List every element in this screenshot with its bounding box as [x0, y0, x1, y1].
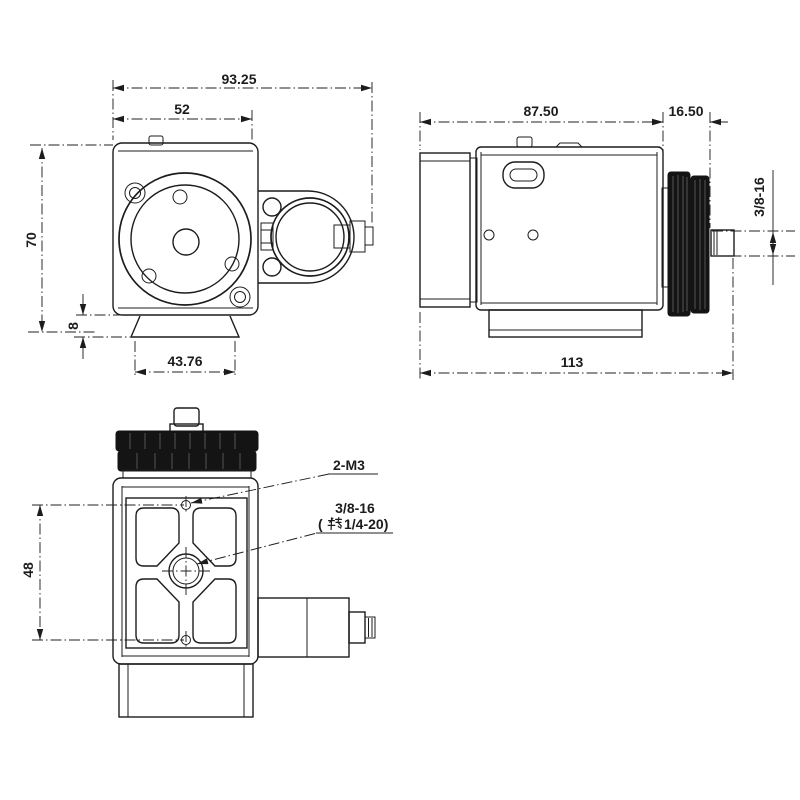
- side-hole-right: [527, 229, 539, 241]
- bottom-knurled-rings: [115, 430, 259, 472]
- clamp-bracket: [258, 190, 374, 284]
- bottom-foot: [118, 663, 254, 718]
- side-top-lug: [555, 142, 583, 148]
- side-body: [475, 146, 664, 311]
- side-top-stud: [516, 136, 533, 148]
- dim-label-8: 8: [65, 322, 81, 330]
- bottom-stud: [173, 407, 200, 427]
- label-3-8-16-bottom: 3/8-16: [335, 500, 375, 516]
- dim-label-48: 48: [20, 562, 36, 578]
- lens-flange-outer-circle: [118, 172, 252, 306]
- dim-front-foot-width: 43.76: [134, 341, 236, 378]
- base-plate-cutouts: [135, 507, 237, 644]
- clamp-slot: [260, 222, 274, 251]
- dim-front-body-width: 52: [113, 101, 253, 141]
- knurled-mount-rings: [667, 171, 710, 317]
- clamp-ring-outer: [270, 197, 350, 277]
- dim-side-mount-length: 16.50: [646, 103, 728, 228]
- dim-label-43-76: 43.76: [167, 353, 202, 369]
- label-2-m3: 2-M3: [333, 457, 365, 473]
- clamp-ring-inner: [275, 202, 345, 272]
- dim-front-overall-width: 93.25: [112, 71, 373, 223]
- flange-bolt-holes: [141, 189, 240, 284]
- front-foot: [129, 315, 241, 338]
- dim-side-stud-thread: 3/8-16: [712, 170, 795, 285]
- callout-tripod-thread: 3/8-16 ( 1/4-20): [196, 500, 393, 565]
- dim-label-113: 113: [561, 354, 584, 370]
- side-hole-left: [483, 229, 495, 241]
- dim-label-70: 70: [23, 232, 39, 248]
- dim-label-93-25: 93.25: [221, 71, 256, 87]
- dim-label-87-50: 87.50: [523, 103, 558, 119]
- bottom-view: [112, 407, 376, 718]
- front-body: [112, 142, 259, 316]
- dim-label-52: 52: [174, 101, 190, 117]
- center-hole: [172, 228, 200, 256]
- usb-c-port: [502, 161, 545, 189]
- lens-flange-inner-circle: [130, 184, 240, 294]
- dim-front-body-height: 70: [23, 144, 113, 333]
- front-top-stud: [148, 135, 164, 146]
- dim-bottom-hole-spacing: 48: [20, 504, 184, 641]
- bottom-connector: [348, 611, 366, 644]
- base-plate: [125, 497, 248, 649]
- dim-side-overall-length: 113: [419, 258, 734, 380]
- usb-c-port-inner: [509, 168, 538, 182]
- callout-m3-holes: 2-M3: [190, 457, 378, 504]
- bottom-connector-tip: [364, 616, 376, 639]
- label-adapter-thread: 1/4-20): [344, 516, 388, 532]
- lens-barrel: [419, 152, 471, 308]
- front-view: [112, 135, 374, 338]
- dim-label-16-50: 16.50: [668, 103, 703, 119]
- side-view: [419, 136, 735, 338]
- side-foot: [488, 309, 643, 338]
- bottom-connector-block: [257, 597, 350, 658]
- dim-front-foot-height: 8: [65, 294, 137, 359]
- label-adapter-open-paren: (: [318, 516, 323, 532]
- corner-screws: [124, 182, 251, 308]
- clamp-knob-tip: [364, 226, 374, 246]
- dim-label-3-8-16-side: 3/8-16: [751, 177, 767, 217]
- zhuan-character-glyph: [327, 517, 342, 531]
